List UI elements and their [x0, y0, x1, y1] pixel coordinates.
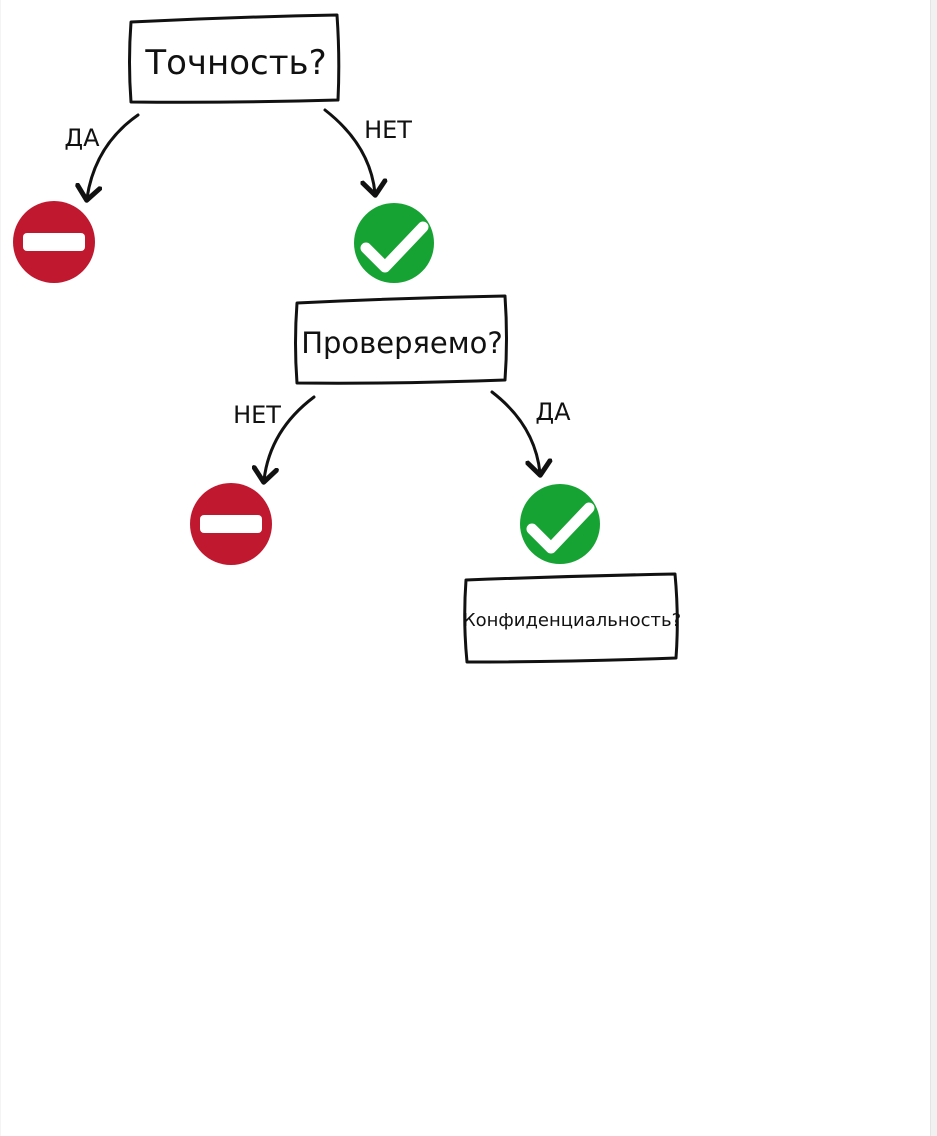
arrow-accuracy-no: [323, 108, 375, 193]
node-accuracy: Точность?: [128, 13, 341, 104]
node-privacy-label: Конфиденциальность?: [463, 610, 681, 631]
node-verifiable-label: Проверяемо?: [301, 326, 503, 360]
no-entry-icon: [13, 201, 95, 283]
arrow-verifiable-yes: [490, 390, 540, 473]
arrow-accuracy-yes: [87, 113, 140, 198]
edge-verifiable-yes-label: ДА: [535, 398, 571, 426]
check-circle-icon: [354, 203, 434, 283]
edge-verifiable-no-label: НЕТ: [233, 401, 281, 429]
node-verifiable: Проверяемо?: [294, 294, 508, 385]
page-edge-right: [930, 0, 937, 1136]
node-accuracy-label: Точность?: [144, 43, 326, 83]
page-edge-left: [0, 0, 1, 1136]
check-circle-icon: [520, 484, 600, 564]
no-entry-icon: [190, 483, 272, 565]
edge-accuracy-no-label: НЕТ: [364, 116, 412, 144]
node-privacy: Конфиденциальность?: [463, 572, 681, 664]
edge-accuracy-yes-label: ДА: [64, 124, 100, 152]
arrow-verifiable-no: [264, 395, 316, 480]
